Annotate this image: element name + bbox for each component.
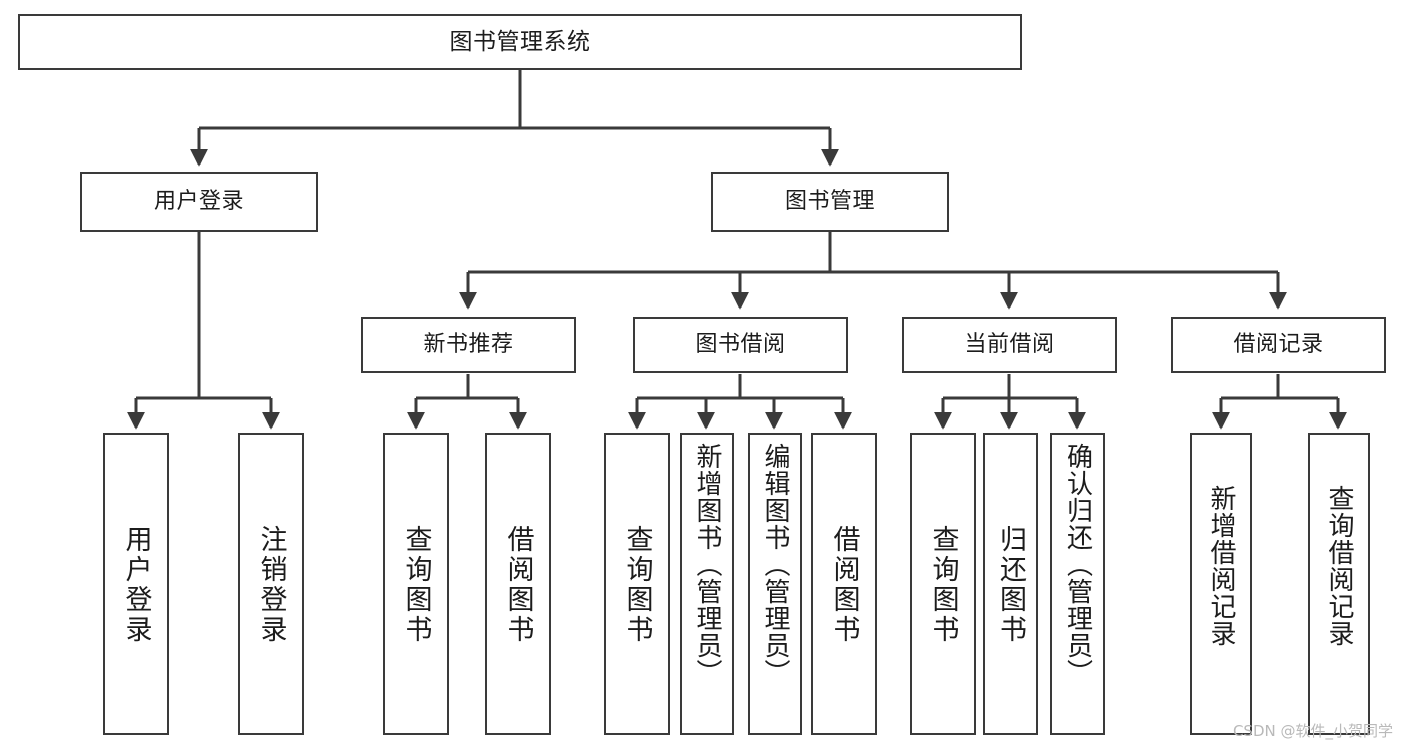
- node-book-management[interactable]: 图书管理: [711, 172, 949, 232]
- node-label: 新增图书（管理员）: [692, 443, 722, 686]
- node-leaf-query-book-2[interactable]: 查询图书: [604, 433, 670, 735]
- node-borrow-record[interactable]: 借阅记录: [1171, 317, 1386, 373]
- node-label: 确认归还（管理员）: [1062, 443, 1093, 686]
- node-label: 查询图书: [927, 525, 959, 645]
- node-label: 借阅图书: [502, 525, 534, 645]
- node-leaf-query-book-1[interactable]: 查询图书: [383, 433, 449, 735]
- node-label: 借阅图书: [828, 525, 860, 645]
- node-current-borrow[interactable]: 当前借阅: [902, 317, 1117, 373]
- node-leaf-return-book[interactable]: 归还图书: [983, 433, 1038, 735]
- node-label: 编辑图书（管理员）: [760, 443, 790, 686]
- node-new-book-recommend[interactable]: 新书推荐: [361, 317, 576, 373]
- node-label: 归还图书: [995, 525, 1026, 645]
- node-leaf-add-book[interactable]: 新增图书（管理员）: [680, 433, 734, 735]
- node-user-login[interactable]: 用户登录: [80, 172, 318, 232]
- node-leaf-user-login[interactable]: 用户登录: [103, 433, 169, 735]
- node-label: 借阅记录: [1233, 332, 1324, 358]
- node-label: 用户登录: [120, 525, 152, 645]
- node-label: 新书推荐: [423, 332, 514, 358]
- node-label: 图书管理系统: [449, 28, 591, 55]
- node-leaf-add-record[interactable]: 新增借阅记录: [1190, 433, 1252, 735]
- node-label: 查询图书: [400, 525, 432, 645]
- node-book-management-system[interactable]: 图书管理系统: [18, 14, 1022, 70]
- node-label: 查询图书: [621, 525, 653, 645]
- node-leaf-borrow-book-2[interactable]: 借阅图书: [811, 433, 877, 735]
- node-label: 新增借阅记录: [1206, 485, 1236, 647]
- node-leaf-query-record[interactable]: 查询借阅记录: [1308, 433, 1370, 735]
- node-leaf-confirm-return[interactable]: 确认归还（管理员）: [1050, 433, 1105, 735]
- node-leaf-edit-book[interactable]: 编辑图书（管理员）: [748, 433, 802, 735]
- node-book-borrow[interactable]: 图书借阅: [633, 317, 848, 373]
- node-label: 查询借阅记录: [1324, 485, 1354, 647]
- node-label: 当前借阅: [964, 332, 1055, 358]
- node-label: 注销登录: [255, 525, 287, 645]
- node-label: 用户登录: [153, 189, 244, 215]
- node-leaf-logout-login[interactable]: 注销登录: [238, 433, 304, 735]
- node-label: 图书借阅: [695, 332, 786, 358]
- node-leaf-query-book-3[interactable]: 查询图书: [910, 433, 976, 735]
- csdn-watermark: CSDN @软件_小贺同学: [1232, 722, 1393, 740]
- node-leaf-borrow-book-1[interactable]: 借阅图书: [485, 433, 551, 735]
- node-label: 图书管理: [784, 189, 875, 215]
